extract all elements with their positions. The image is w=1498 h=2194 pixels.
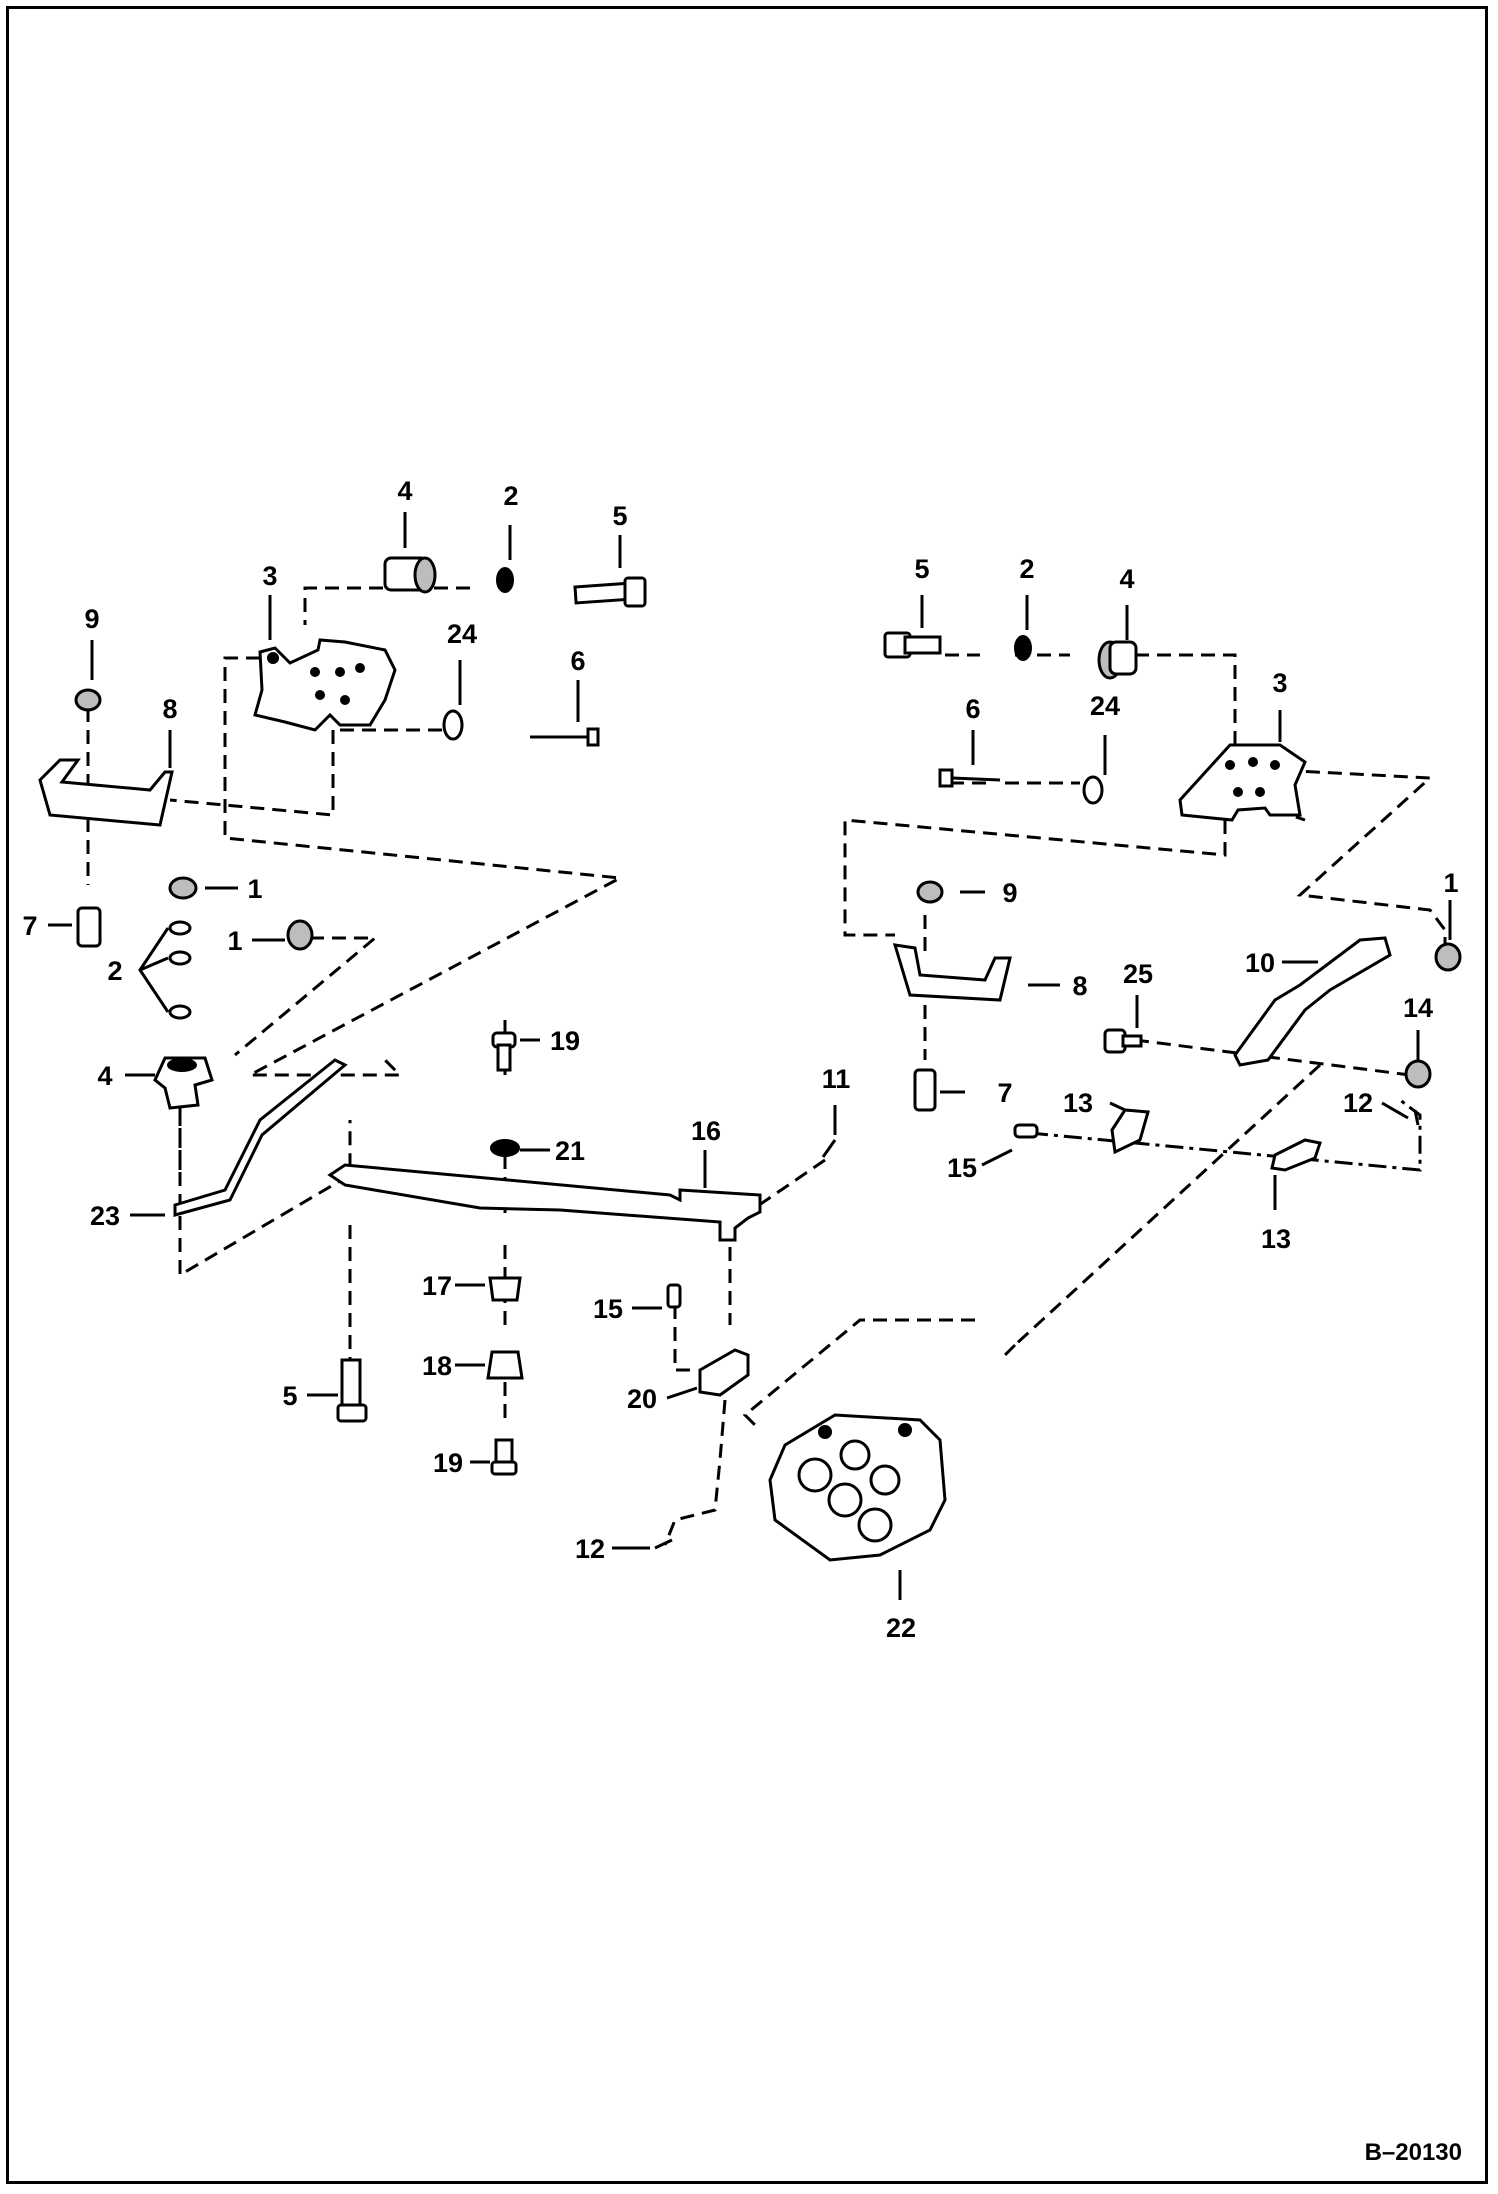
right-bushing-part-4 (1097, 640, 1138, 680)
callout-9-left: 9 (84, 604, 99, 634)
callout-7-right: 7 (997, 1078, 1012, 1108)
left-u-bracket-part-8 (38, 758, 174, 827)
left-washer-part-2a (168, 920, 192, 936)
right-mounting-plate-part-3 (1178, 743, 1307, 822)
callout-21: 21 (555, 1136, 585, 1166)
callout-23: 23 (90, 1201, 120, 1231)
left-upper-bushing-part-4 (383, 556, 437, 594)
right-long-bolt-part-6 (938, 768, 1001, 788)
callout-6-right: 6 (965, 694, 980, 724)
callout-4-left-upper: 4 (397, 476, 412, 506)
right-washer-part-24 (1082, 775, 1104, 805)
callout-3-left: 3 (262, 561, 277, 591)
parts (38, 556, 1462, 1562)
callout-6-left: 6 (570, 646, 585, 676)
callout-2-right: 2 (1019, 554, 1034, 584)
left-mounting-plate-part-3 (253, 638, 397, 732)
left-upper-bolt-part-5 (573, 576, 647, 608)
right-bracket-part-13a (1110, 1108, 1150, 1155)
callout-numbers: 4 2 5 3 24 6 9 8 7 1 1 2 4 23 19 21 16 1… (22, 476, 1458, 1643)
right-nut-part-14 (1404, 1059, 1432, 1089)
callout-3-right: 3 (1272, 668, 1287, 698)
callout-4-left-lower: 4 (97, 1061, 112, 1091)
left-link-arm-part-23 (173, 1058, 348, 1217)
callout-15-center: 15 (593, 1294, 623, 1324)
callout-19-upper: 19 (550, 1026, 580, 1056)
center-lower-bolt-part-5 (336, 1358, 368, 1423)
center-pin-part-15 (666, 1283, 682, 1309)
callout-16: 16 (691, 1116, 721, 1146)
callout-13-lower: 13 (1261, 1224, 1291, 1254)
page-frame (6, 6, 1488, 2184)
right-bolt-part-25 (1103, 1028, 1143, 1054)
callout-24-left: 24 (447, 619, 477, 649)
callout-17: 17 (422, 1271, 452, 1301)
right-washer-part-2 (1014, 635, 1032, 661)
callout-18: 18 (422, 1351, 452, 1381)
control-valve-part-22 (768, 1413, 947, 1562)
callout-2-left: 2 (107, 956, 122, 986)
callout-19-lower: 19 (433, 1448, 463, 1478)
left-washer-part-24 (442, 709, 464, 741)
callout-7-left: 7 (22, 911, 37, 941)
left-rubber-mount-part-4 (153, 1056, 214, 1110)
figure-id-label: B–20130 (1365, 2139, 1462, 2166)
center-bushing-part-17 (488, 1276, 522, 1302)
right-pin-part-15 (1013, 1123, 1039, 1139)
left-upper-washer-part-2 (496, 567, 514, 593)
callout-4-right: 4 (1119, 564, 1134, 594)
callout-leaders (48, 512, 1452, 1600)
callout-8-right: 8 (1072, 971, 1087, 1001)
callout-5-left-upper: 5 (612, 501, 627, 531)
right-stud-part-7 (913, 1068, 937, 1112)
callout-22: 22 (886, 1613, 916, 1643)
center-washer-part-21 (490, 1139, 520, 1157)
callout-1-left-a: 1 (247, 874, 262, 904)
center-bushing-part-18 (486, 1350, 524, 1380)
cotter-pin-part-12-upper (1413, 1109, 1420, 1126)
right-nut-part-9 (916, 880, 944, 904)
callout-5-right: 5 (914, 554, 929, 584)
right-bracket-part-13b (1270, 1138, 1322, 1172)
callout-25: 25 (1123, 959, 1153, 989)
callout-2-left-upper: 2 (503, 481, 518, 511)
left-nut-part-9 (74, 688, 102, 712)
left-washer-part-2b (168, 950, 192, 966)
right-bolt-part-5 (883, 631, 942, 659)
dash-dot-lines (1029, 1098, 1422, 1172)
callout-9-right: 9 (1002, 878, 1017, 908)
callout-5-lower: 5 (282, 1381, 297, 1411)
callout-11: 11 (822, 1064, 851, 1094)
clevis-part-20 (698, 1348, 750, 1397)
callout-1-left-b: 1 (227, 926, 242, 956)
callout-1-right: 1 (1443, 868, 1458, 898)
callout-14: 14 (1403, 993, 1433, 1023)
center-lower-bolt-part-19 (490, 1438, 518, 1476)
center-lever-arm-part-16 (327, 1163, 762, 1242)
center-upper-bolt-part-19 (491, 1031, 517, 1072)
right-nut-part-1 (1434, 942, 1462, 972)
callout-10: 10 (1245, 948, 1275, 978)
right-link-arm-part-10 (1233, 936, 1392, 1067)
left-nut-part-1b (286, 919, 314, 951)
right-u-bracket-part-8 (892, 943, 1012, 1002)
left-long-bolt-part-6 (530, 727, 600, 747)
callout-20: 20 (627, 1384, 657, 1414)
cotter-pin-part-12-lower (654, 1538, 673, 1550)
callout-12-lower: 12 (575, 1534, 605, 1564)
cotter-pin-part-11 (821, 1139, 837, 1158)
callout-12-upper: 12 (1343, 1088, 1373, 1118)
callout-24-right: 24 (1090, 691, 1120, 721)
left-washer-part-2c (168, 1004, 192, 1020)
left-nut-part-1a (168, 876, 198, 900)
left-stud-part-7 (76, 906, 102, 948)
callout-8-left: 8 (162, 694, 177, 724)
callout-15-right: 15 (947, 1153, 977, 1183)
callout-13-upper: 13 (1063, 1088, 1093, 1118)
